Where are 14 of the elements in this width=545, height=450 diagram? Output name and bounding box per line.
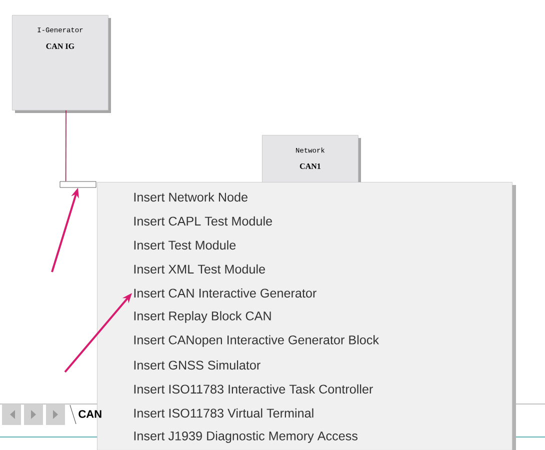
menu-item: Insert Replay Block CAN <box>134 311 271 323</box>
menu-item: Insert CAN Interactive Generator <box>134 288 316 298</box>
bus-connector <box>60 181 96 188</box>
tab-label: CAN <box>78 410 102 418</box>
menu-item: Insert XML Test Module <box>134 264 265 274</box>
menu-item: Insert J1939 Diagnostic Memory Access <box>134 431 358 443</box>
menu-item: Insert ISO11783 Virtual Terminal <box>134 408 314 418</box>
menu-item: Insert ISO11783 Interactive Task Controller <box>134 384 373 394</box>
menu-item: Insert CANopen Interactive Generator Block <box>134 335 379 347</box>
menu-item: Insert Test Module <box>134 240 236 250</box>
menu-item: Insert Network Node <box>134 192 248 202</box>
connector-line <box>65 110 66 182</box>
menu-item: Insert GNSS Simulator <box>134 360 260 370</box>
menu-item: Insert CAPL Test Module <box>134 216 272 226</box>
